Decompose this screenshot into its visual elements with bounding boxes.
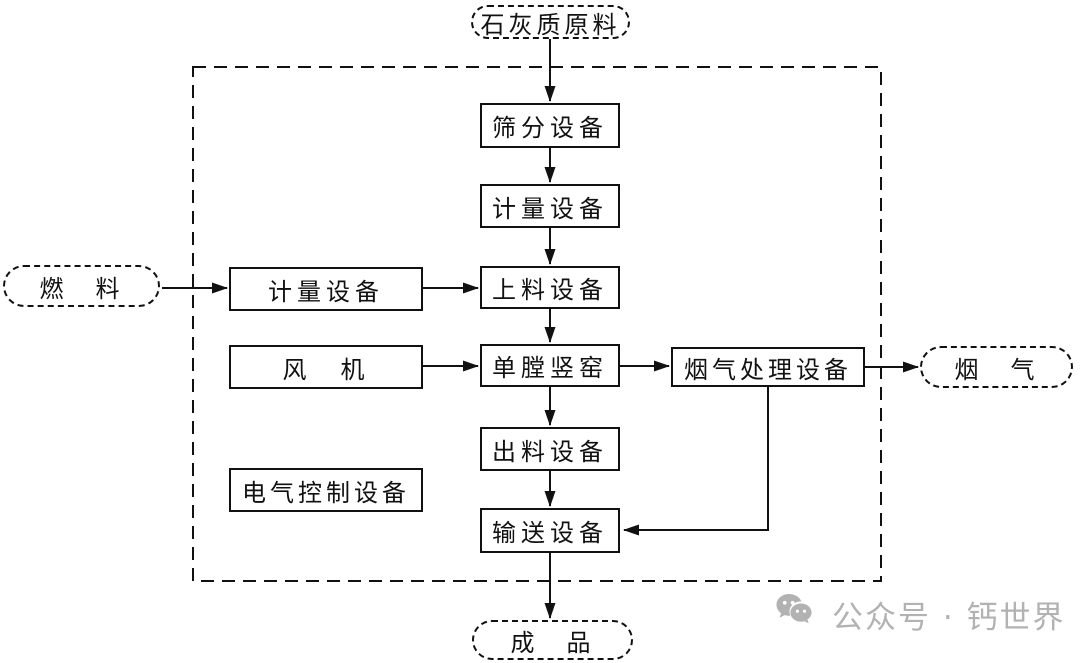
node-flue-treatment-label: 烟气处理设备 [684,355,852,384]
node-product-label: 成 品 [510,628,595,657]
node-kiln: 单膛竖窑 [480,344,620,387]
node-conveying-label: 输送设备 [492,519,608,547]
node-fuel-label: 燃 料 [39,274,124,303]
wechat-icon [776,593,812,623]
node-flue-treatment: 烟气处理设备 [671,347,865,387]
node-screening: 筛分设备 [480,103,620,148]
node-flue-gas-label: 烟 气 [954,355,1039,384]
node-metering-left: 计量设备 [229,267,423,311]
node-fan: 风 机 [229,345,423,389]
node-feeding-label: 上料设备 [492,276,608,304]
arrow-flue-treatment-to-conveying [623,387,769,536]
node-product: 成 品 [472,620,633,660]
node-screening-label: 筛分设备 [492,114,608,142]
node-metering-left-label: 计量设备 [268,277,384,306]
node-limestone-raw: 石灰质原料 [471,5,630,39]
node-fan-label: 风 机 [282,355,370,384]
system-boundary-dashed-box [192,66,882,582]
node-electric-control-label: 电气控制设备 [242,478,410,507]
node-metering-top: 计量设备 [480,184,620,228]
node-flue-gas: 烟 气 [920,346,1073,388]
watermark-label: 公众号 · 钙世界 [832,600,1066,636]
node-electric-control: 电气控制设备 [229,468,423,512]
node-limestone-raw-label: 石灰质原料 [480,10,621,39]
node-discharge-label: 出料设备 [492,437,608,466]
node-feeding: 上料设备 [480,266,620,309]
node-conveying: 输送设备 [480,508,620,553]
watermark: 公众号 · 钙世界 [776,592,1066,637]
node-metering-top-label: 计量设备 [492,194,608,223]
node-kiln-label: 单膛竖窑 [492,354,608,382]
node-discharge: 出料设备 [480,427,620,471]
node-fuel: 燃 料 [3,265,160,307]
